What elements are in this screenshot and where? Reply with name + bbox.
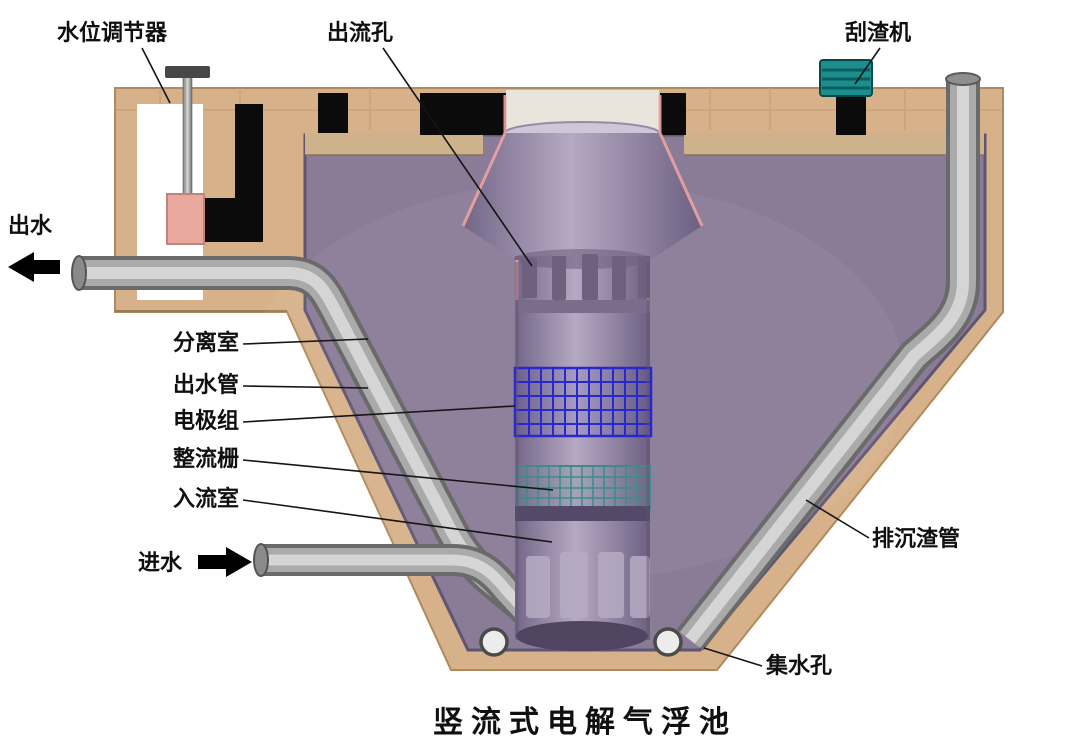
- column-dark-band: [515, 506, 650, 521]
- leader-separation-chamber: [242, 338, 369, 345]
- regulator-float-box: [166, 193, 205, 245]
- lintel-right: [684, 133, 984, 155]
- inlet-flow-arrow: [198, 547, 252, 577]
- leader-inflow-chamber: [242, 499, 553, 543]
- label-scum-scraper: 刮渣机: [845, 20, 911, 46]
- lintel-left: [305, 133, 483, 155]
- labels: 水位调节器 出流孔 刮渣机 出水 分离室 出水管 电极组 整流栅 入流室 进水 …: [8, 20, 960, 740]
- leader-scum-scraper: [854, 47, 881, 85]
- scraper-slot: [836, 95, 866, 135]
- rectifier-frame: [515, 465, 651, 509]
- baffle-step: [203, 198, 263, 242]
- outflow-holes: [522, 254, 650, 300]
- scraper-stripes: [822, 68, 870, 90]
- collection-port-right: [653, 627, 683, 657]
- column-band: [515, 300, 650, 313]
- top-opening-1: [318, 93, 348, 133]
- leader-electrode-group: [242, 405, 516, 423]
- top-opening-3: [660, 93, 686, 135]
- electrode-frame: [513, 366, 653, 438]
- rectifier-grid: [515, 465, 651, 509]
- inflow-chamber-slabs: [526, 552, 650, 618]
- water-level-regulator: [165, 66, 210, 245]
- label-water-level-regulator: 水位调节器: [57, 20, 168, 46]
- inlet-pipe-mouth: [253, 543, 269, 577]
- diagram-title: 竖流式电解气浮池: [433, 705, 737, 740]
- leader-lines: [141, 47, 881, 667]
- leader-outflow-hole: [382, 47, 533, 267]
- collection-ports: [479, 627, 683, 657]
- leader-outlet-pipe: [242, 385, 369, 389]
- outlet-pipe-mouth: [71, 255, 87, 291]
- top-opening-2: [420, 93, 506, 135]
- label-outlet-pipe: 出水管: [173, 372, 239, 398]
- inlet-pipe: [253, 543, 544, 629]
- leader-water-collection-hole: [703, 647, 763, 667]
- leader-sludge-discharge-pipe: [805, 499, 870, 539]
- column-bottom: [516, 621, 648, 651]
- regulator-handle: [165, 66, 210, 78]
- label-separation-chamber: 分离室: [173, 330, 239, 356]
- sludge-discharge-pipe: [676, 72, 981, 651]
- baffle-plate: [235, 104, 263, 206]
- column-trumpet: [463, 133, 702, 260]
- label-outflow-hole: 出流孔: [327, 20, 393, 46]
- baffles: [203, 93, 866, 242]
- scum-scraper: [819, 59, 873, 97]
- pipes: [71, 72, 981, 651]
- label-inflow-chamber: 入流室: [173, 486, 239, 512]
- regulator-rod: [182, 75, 193, 199]
- outlet-flow-arrow: [8, 252, 60, 282]
- electrode-grid: [513, 366, 653, 438]
- label-inlet-water: 进水: [138, 551, 183, 576]
- electrode-grid-lines: [515, 368, 651, 436]
- leader-water-level-regulator: [141, 47, 171, 104]
- label-sludge-discharge-pipe: 排沉渣管: [872, 526, 960, 552]
- column-edge-highlight: [461, 95, 704, 304]
- shaft-shadows: [515, 262, 650, 638]
- label-outlet-water: 出水: [8, 214, 53, 239]
- label-electrode-group: 电极组: [173, 408, 239, 434]
- leader-rectifier-grid: [242, 459, 554, 491]
- label-water-collection-hole: 集水孔: [765, 653, 832, 679]
- label-rectifier-grid: 整流栅: [173, 446, 239, 472]
- collection-port-left: [479, 627, 509, 657]
- central-column: [461, 90, 704, 651]
- discharge-pipe-top: [945, 72, 981, 86]
